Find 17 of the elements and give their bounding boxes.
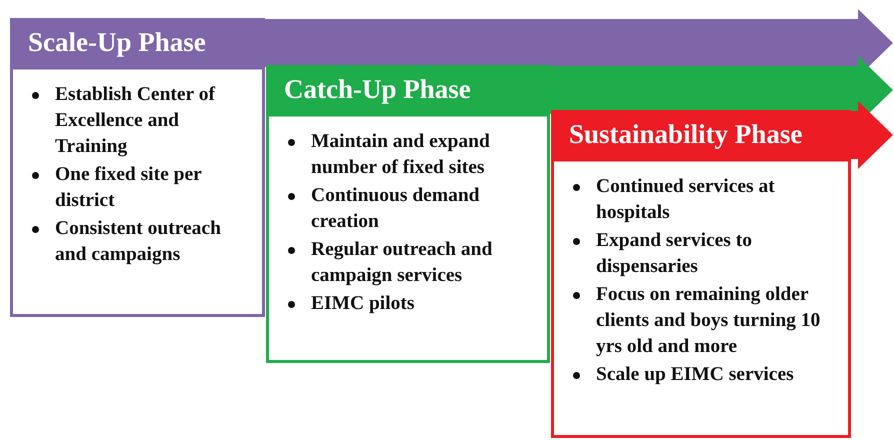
bullet-text: Continued services at hospitals — [596, 175, 776, 225]
phase-panel — [10, 18, 265, 317]
phase-panel — [266, 65, 550, 363]
bullet-text: Consistent outreach and campaigns — [55, 217, 222, 267]
phase-title: Sustainability Phase — [569, 119, 802, 150]
bullet-text: One fixed site per district — [55, 163, 202, 213]
bullet-text: EIMC pilots — [311, 292, 416, 316]
bullet-text: Maintain and expand number of fixed sites — [311, 130, 491, 180]
phase-title: Scale-Up Phase — [28, 27, 206, 58]
bullet-text: Establish Center of Excellence and Training — [55, 83, 216, 159]
bullet-text: Focus on remaining older clients and boys turning 10 yrs old and more — [596, 283, 822, 359]
bullet-text: Continuous demand creation — [311, 184, 481, 234]
bullet-text: Expand services to dispensaries — [596, 229, 753, 279]
phase-panel — [551, 110, 851, 438]
phase-title: Catch-Up Phase — [284, 74, 471, 105]
bullet-text: Regular outreach and campaign services — [311, 238, 494, 288]
bullet-text: Scale up EIMC services — [596, 363, 795, 387]
